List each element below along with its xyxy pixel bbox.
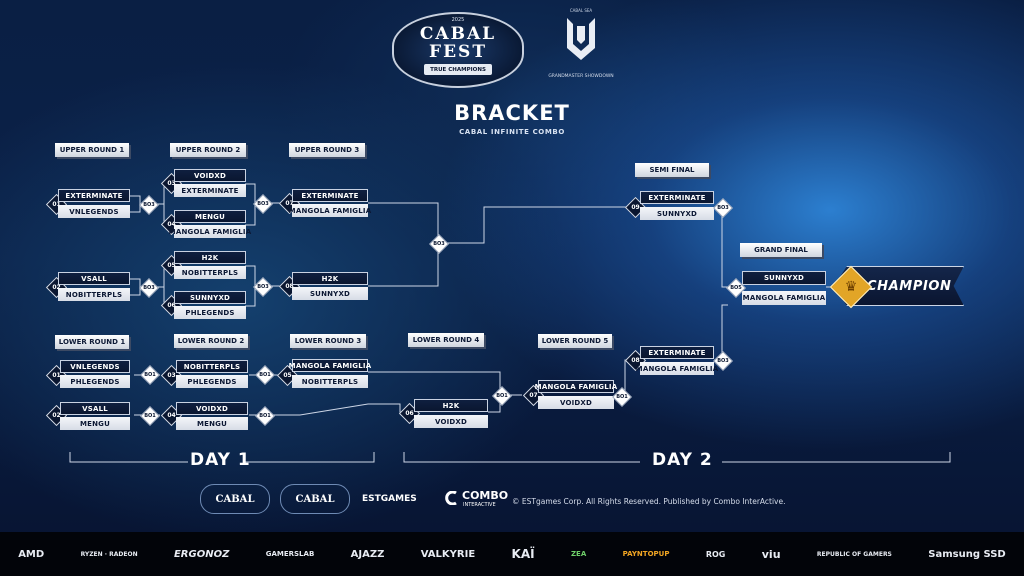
round-lower-5: LOWER ROUND 5 [538, 334, 612, 348]
combo-logo: COMBO [462, 489, 509, 502]
team-slot: H2K [414, 399, 488, 412]
team-slot: EXTERMINATE [174, 184, 246, 197]
team-slot: MANGOLA FAMIGLIA [636, 362, 718, 375]
team-slot: SUNNYXD [640, 207, 714, 220]
champion-label: CHAMPION [867, 278, 952, 294]
team-slot: VSALL [60, 402, 130, 415]
team-slot: SUNNYXD [174, 291, 246, 304]
sponsor-logo: PAYNTOPUP [622, 550, 670, 558]
bracket-title: BRACKET [454, 101, 570, 125]
team-slot: VOIDXD [538, 396, 614, 409]
team-slot: EXTERMINATE [58, 189, 130, 202]
team-slot: MANGOLA FAMIGLIA [742, 291, 826, 305]
combo-logo-sub: INTERACTIVE [463, 502, 496, 508]
round-upper-3: UPPER ROUND 3 [289, 143, 365, 157]
fest-name-1: CABAL [419, 24, 497, 44]
sponsor-logo: viu [761, 547, 781, 561]
team-slot: VOIDXD [414, 415, 488, 428]
cabal-logo-a: CABAL [200, 484, 270, 514]
team-slot: MENGU [60, 417, 130, 430]
fest-year: 2025 [451, 17, 465, 23]
team-slot: VOIDXD [176, 402, 248, 415]
cabal-logo-b: CABAL [280, 484, 350, 514]
team-slot: PHLEGENDS [174, 306, 246, 319]
team-slot: MANGOLA FAMIGLIA [289, 359, 371, 372]
sponsor-logo: GAMERSLAB [265, 550, 315, 558]
round-upper-2: UPPER ROUND 2 [170, 143, 246, 157]
estgames-logo: ESTGAMES [362, 494, 417, 504]
round-semi-final: SEMI FINAL [635, 163, 709, 177]
cabal-fest-logo: 2025 CABAL FEST TRUE CHAMPIONS [392, 12, 524, 88]
team-slot: VNLEGENDS [58, 205, 130, 218]
combo-mark-icon [445, 491, 457, 505]
sponsor-logo: Samsung SSD [928, 548, 1006, 560]
fest-name-2: FEST [429, 42, 487, 62]
round-lower-2: LOWER ROUND 2 [174, 334, 248, 348]
round-upper-1: UPPER ROUND 1 [55, 143, 129, 157]
showdown-top: CABAL SEA [569, 8, 593, 13]
sponsor-logo: AJAZZ [350, 548, 385, 560]
team-slot: H2K [292, 272, 368, 285]
day-2-label: DAY 2 [652, 450, 713, 470]
bracket-subtitle: CABAL INFINITE COMBO [459, 128, 565, 136]
copyright-text: © ESTgames Corp. All Rights Reserved. Pu… [512, 497, 786, 506]
team-slot: SUNNYXD [292, 287, 368, 300]
sponsor-logo: AMD [18, 548, 45, 560]
sponsor-logo: REPUBLIC OF GAMERS [816, 550, 892, 558]
team-slot: NOBITTERPLS [176, 360, 248, 373]
sponsor-logo: RYZEN · RADEON [80, 550, 138, 558]
team-slot: H2K [174, 251, 246, 264]
sponsor-logo: VALKYRIE [420, 548, 476, 560]
fest-tagline: TRUE CHAMPIONS [424, 64, 492, 75]
team-slot: MANGOLA FAMIGLIA [535, 380, 617, 393]
team-slot: PHLEGENDS [60, 375, 130, 388]
sponsor-logo: ZEA [570, 550, 587, 558]
team-slot: MENGU [176, 417, 248, 430]
team-slot: MANGOLA FAMIGLIA [289, 204, 371, 217]
team-slot: NOBITTERPLS [292, 375, 368, 388]
round-lower-3: LOWER ROUND 3 [290, 334, 366, 348]
team-slot: SUNNYXD [742, 271, 826, 285]
showdown-bottom: GRANDMASTER SHOWDOWN [548, 74, 614, 79]
day-1-label: DAY 1 [190, 450, 251, 470]
gs-emblem-icon [567, 18, 595, 60]
team-slot: MANGOLA FAMIGLIA [169, 225, 251, 238]
team-slot: EXTERMINATE [292, 189, 368, 202]
sponsor-footer: AMD RYZEN · RADEON ERGONOZ GAMERSLAB AJA… [0, 532, 1024, 576]
round-grand-final: GRAND FINAL [740, 243, 822, 257]
sponsor-logo: ROG [705, 549, 726, 559]
team-slot: EXTERMINATE [640, 346, 714, 359]
team-slot: EXTERMINATE [640, 191, 714, 204]
showdown-logo: CABAL SEA GRANDMASTER SHOWDOWN [548, 8, 614, 92]
sponsor-logo: KAÏ [511, 547, 535, 561]
team-slot: NOBITTERPLS [174, 266, 246, 279]
sponsor-logo: ERGONOZ [173, 548, 230, 560]
team-slot: MENGU [174, 210, 246, 223]
team-slot: PHLEGENDS [176, 375, 248, 388]
team-slot: VOIDXD [174, 169, 246, 182]
round-lower-4: LOWER ROUND 4 [408, 333, 484, 347]
team-slot: VNLEGENDS [60, 360, 130, 373]
team-slot: VSALL [58, 272, 130, 285]
round-lower-1: LOWER ROUND 1 [55, 335, 129, 349]
team-slot: NOBITTERPLS [58, 288, 130, 301]
